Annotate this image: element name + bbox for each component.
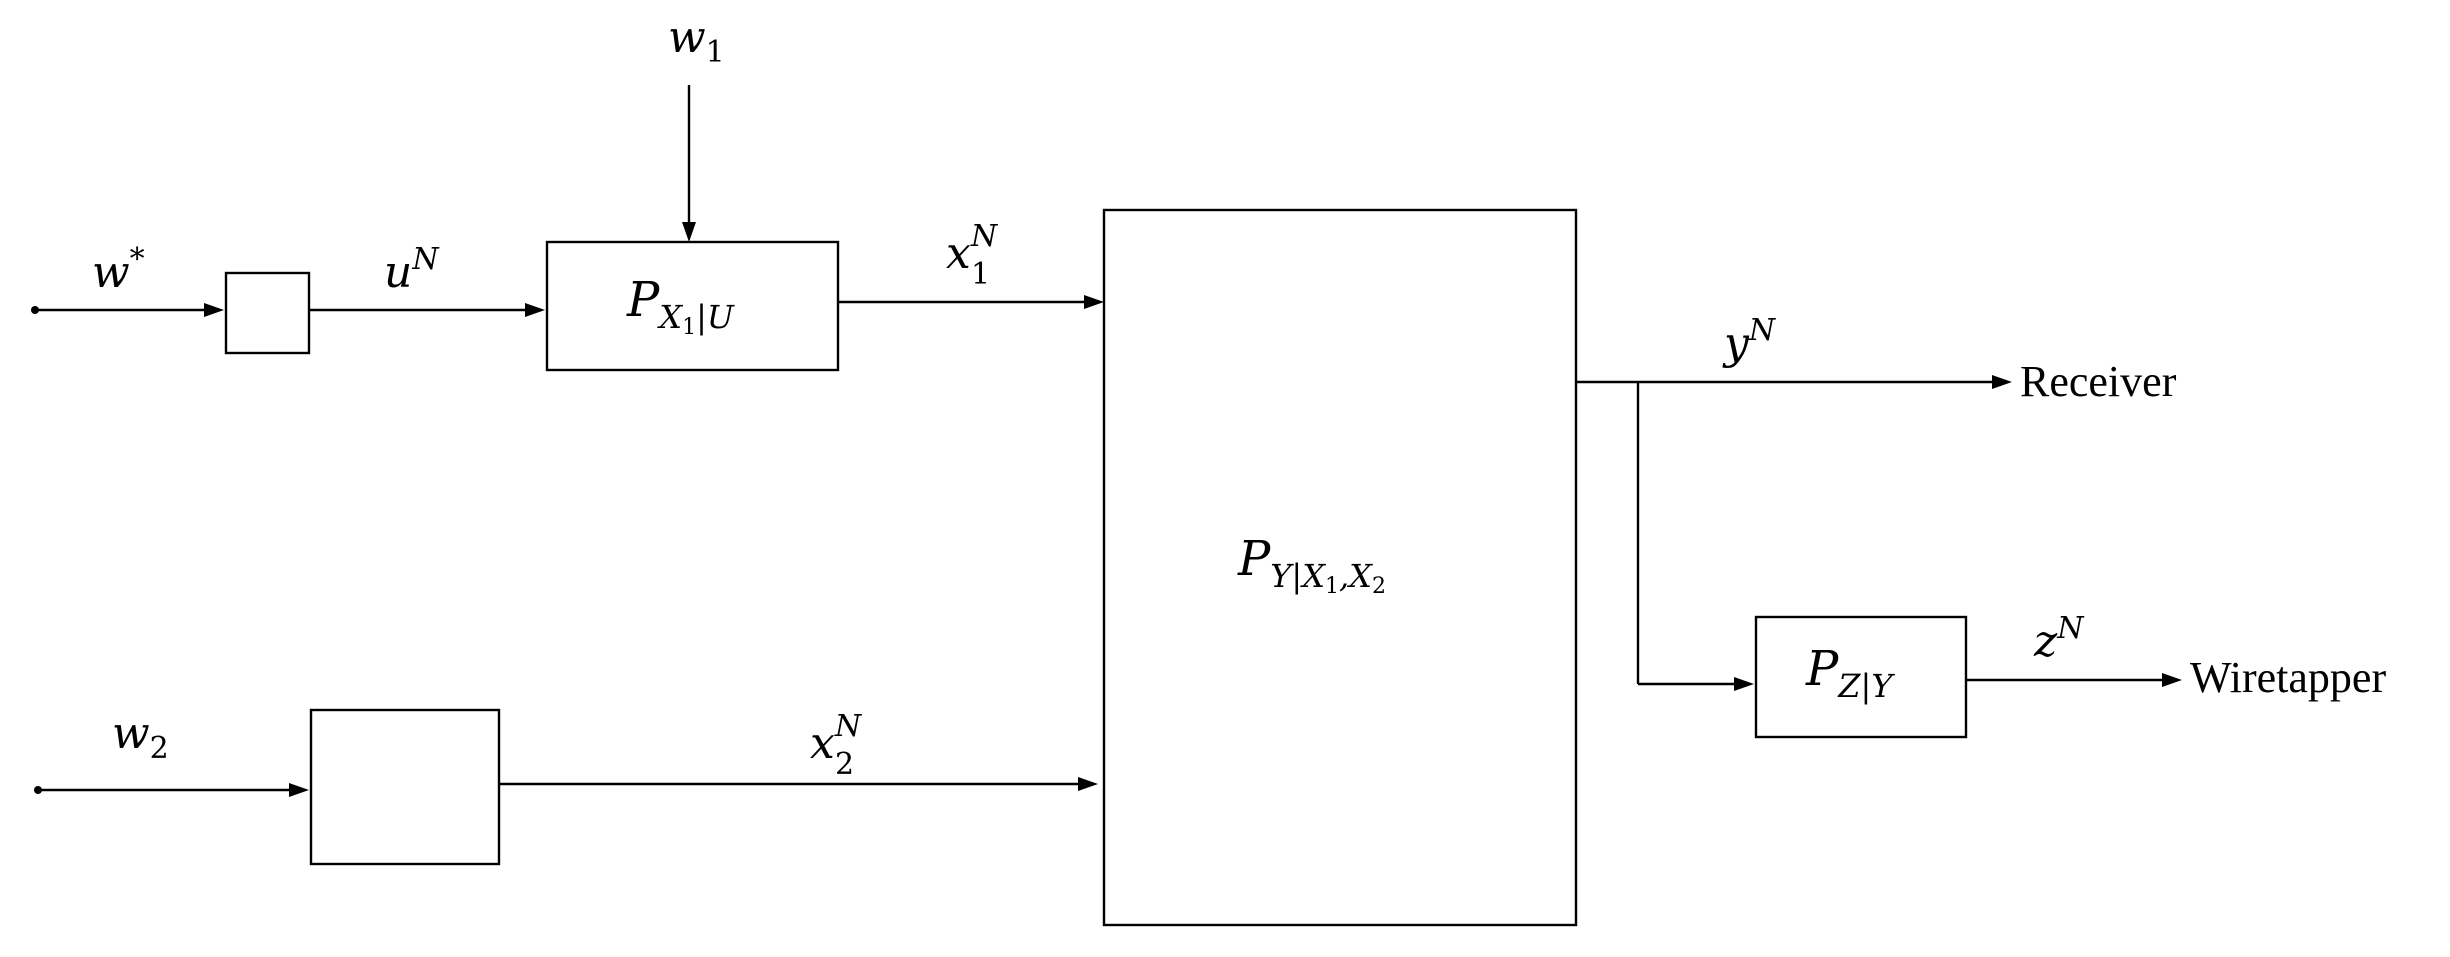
encoder-small-box <box>224 271 311 355</box>
uN-label: uN <box>384 242 440 298</box>
w-star-arrowhead <box>204 303 224 317</box>
channel-pzy-box <box>1754 615 1968 739</box>
zN-arrowhead <box>2162 673 2182 687</box>
pyx1x2-label: PY|X1,X2 <box>1237 531 1386 599</box>
receiver-label: Receiver <box>2020 357 2177 406</box>
zN-label: zN <box>2033 611 2085 667</box>
w2-label: w2 <box>112 708 169 766</box>
w-star-label: w* <box>92 242 145 298</box>
branch-arrowhead <box>1734 677 1754 691</box>
wiretapper-label: Wiretapper <box>2190 653 2386 702</box>
channel-main-box <box>1102 208 1578 927</box>
x2N-arrowhead <box>1078 777 1098 791</box>
uN-arrowhead <box>525 303 545 317</box>
px1u-label: PX1|U <box>626 272 735 340</box>
w2-arrowhead <box>289 783 309 797</box>
x1N-arrowhead <box>1084 295 1104 309</box>
yN-label: yN <box>1722 313 1777 369</box>
channel-px1u-box <box>545 240 840 372</box>
pzy-label: PZ|Y <box>1805 641 1895 705</box>
yN-arrowhead <box>1992 375 2012 389</box>
w1-arrowhead <box>682 222 696 242</box>
w1-label: w1 <box>668 12 725 70</box>
encoder-w2-box <box>309 708 501 866</box>
